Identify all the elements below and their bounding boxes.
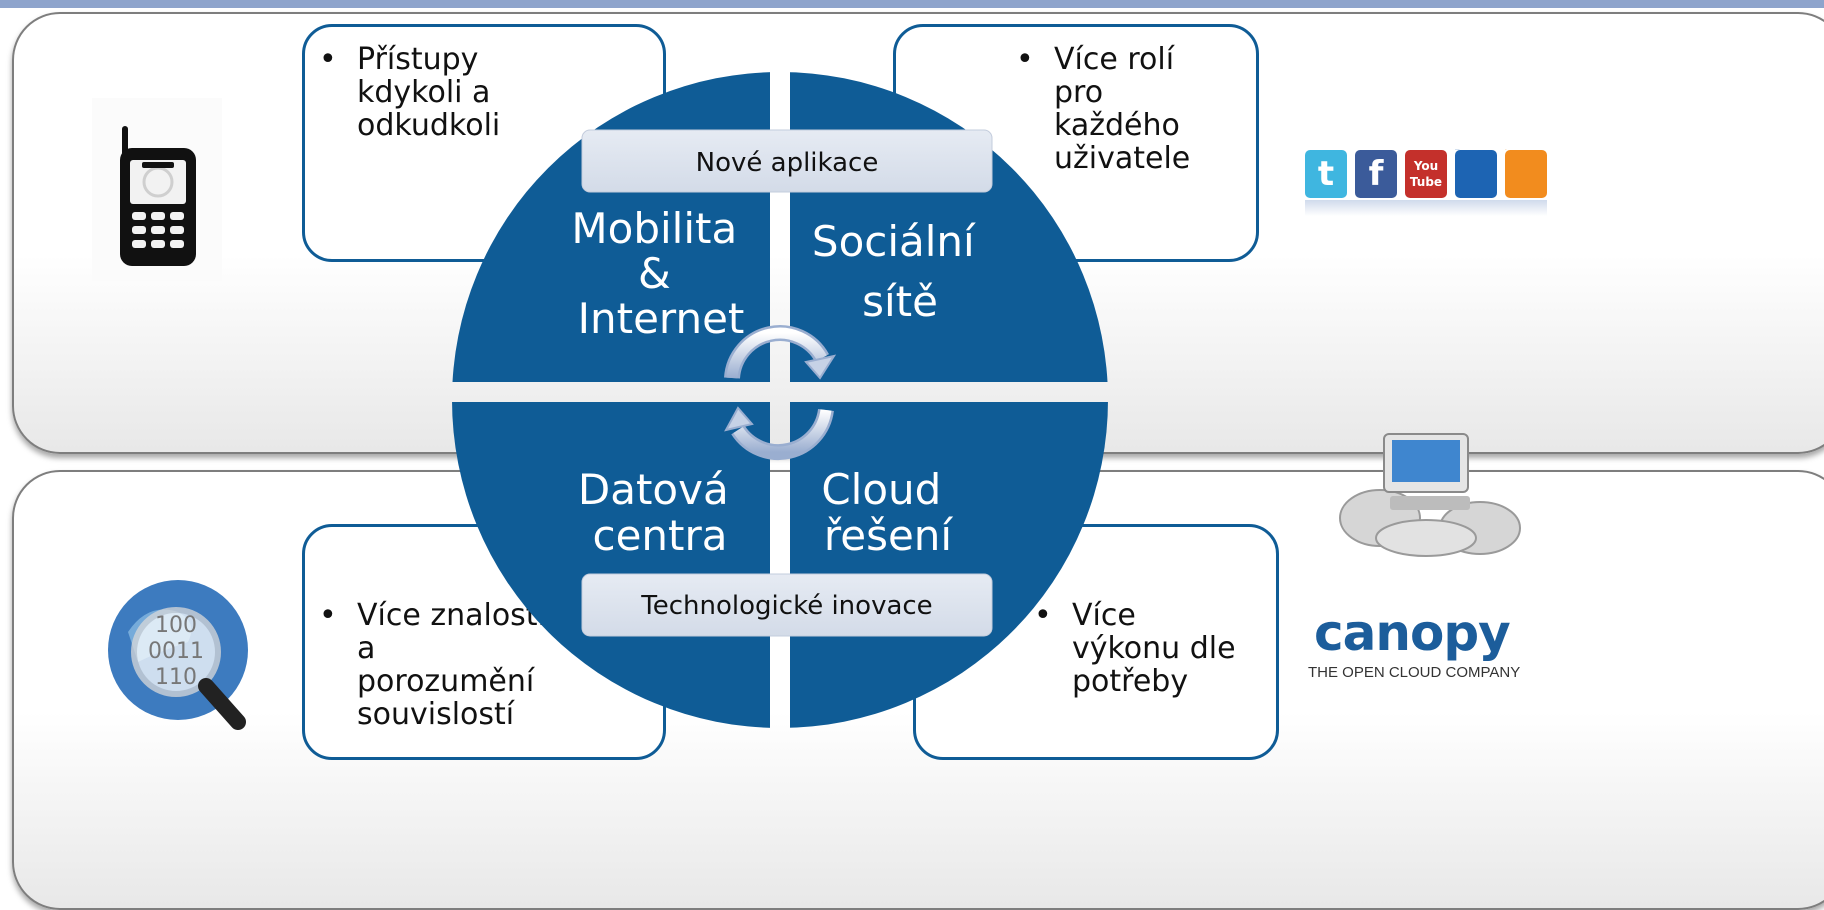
facebook-icon: f (1355, 150, 1397, 198)
bullet-text: Více rolí pro každého uživatele (1054, 42, 1191, 176)
bullet-icon: • (1016, 42, 1034, 77)
band-label-top: Nové aplikace (696, 148, 879, 178)
rss-icon: rss (1505, 150, 1547, 198)
cycle-arrow-bottom-icon (724, 406, 834, 460)
twitter-icon: t (1305, 150, 1347, 198)
canopy-tagline: THE OPEN CLOUD COMPANY (1308, 664, 1521, 681)
globe-search-image: 100 0011 110 (88, 562, 288, 762)
canopy-wordmark: canopy (1314, 604, 1511, 662)
quadrant-title-top-right: Sociální sítě (812, 217, 988, 326)
bullet-text: Více znalostí a porozumění souvislostí (357, 598, 546, 732)
bullet-icon: • (1034, 598, 1052, 633)
band-label-top-box (581, 129, 993, 193)
bullet-text: Více výkonu dle potřeby (1072, 598, 1236, 699)
youtube-icon: You Tube (1405, 150, 1447, 198)
social-icons-image: t f You Tube myspace rss (1305, 146, 1551, 216)
top-rule (0, 0, 1824, 8)
binary-line-1: 100 (155, 613, 197, 638)
binary-line-3: 110 (155, 665, 197, 690)
bullet-icon: • (319, 42, 337, 77)
band-label-bottom: Technologické inovace (640, 591, 932, 621)
binary-line-2: 0011 (148, 639, 204, 664)
cloud-computer-image (1330, 428, 1522, 558)
globe-icon: 100 0011 110 (108, 580, 248, 730)
myspace-icon: myspace (1455, 150, 1497, 198)
band-label-bottom-box (581, 573, 993, 637)
quadrant-bottom-right (790, 402, 1108, 728)
quadrant-title-top-left: Mobilita & Internet (571, 204, 750, 343)
quadrant-title-bottom-left: Datová centra (578, 465, 742, 560)
mobile-phone-image (92, 98, 222, 281)
bullet-icon: • (319, 598, 337, 633)
quadrant-title-bottom-right: Cloud řešení (821, 465, 954, 560)
canopy-logo: canopy THE OPEN CLOUD COMPANY (1306, 598, 1542, 698)
phone-icon (120, 126, 196, 266)
cloud-computer-icon (1339, 433, 1521, 557)
cycle-arrow-top-icon (724, 325, 837, 380)
quadrant-bottom-left (452, 402, 770, 728)
bullet-text: Přístupy kdykoli a odkudkoli (357, 42, 501, 143)
